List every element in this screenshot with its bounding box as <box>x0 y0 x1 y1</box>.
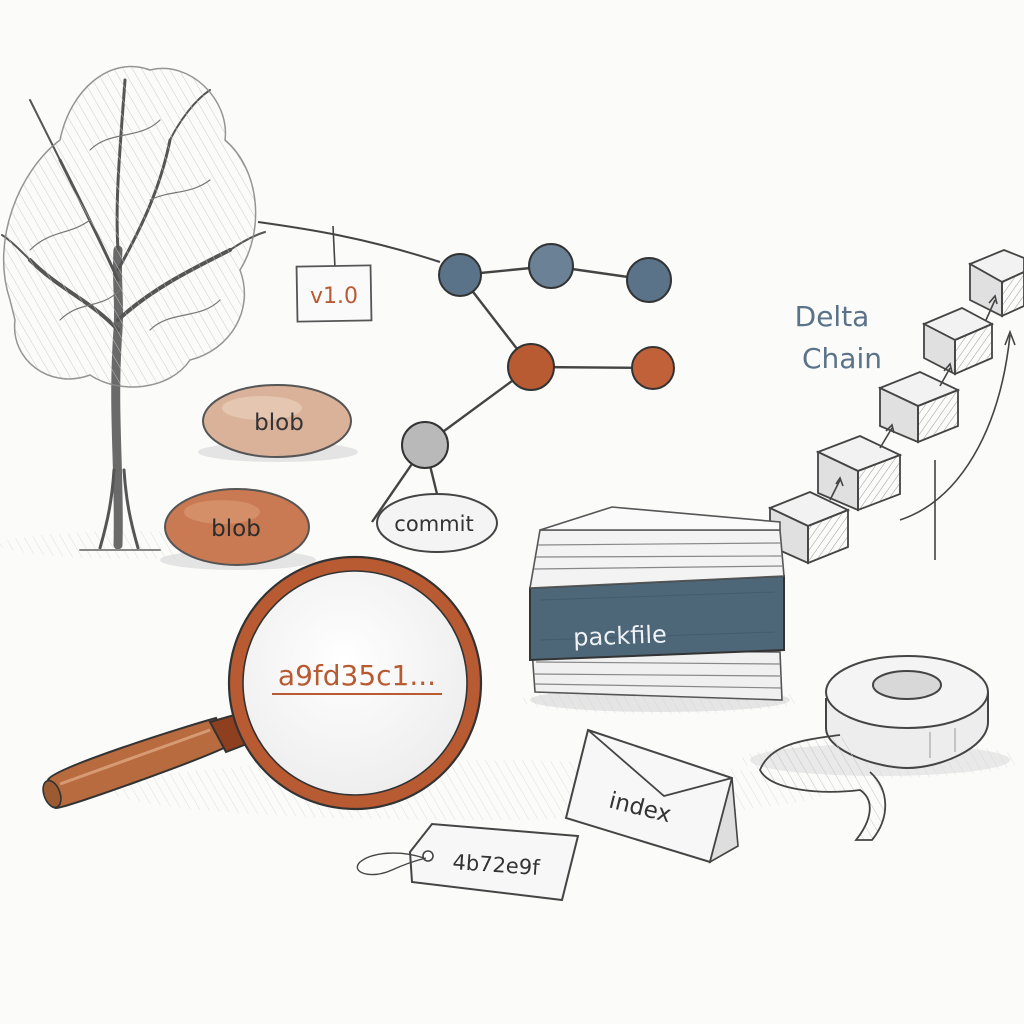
hash-tag-icon: 4b72e9f <box>356 822 580 902</box>
commit-node-blue-3 <box>626 257 672 303</box>
blob-top-label: blob <box>254 410 304 436</box>
blob-bottom: blob <box>160 488 316 570</box>
commit-label-text: commit <box>394 512 473 536</box>
delta-cube-icon <box>815 435 903 512</box>
blob-top: blob <box>198 384 358 462</box>
packfile-label: packfile <box>573 620 668 651</box>
magnifying-glass-icon: a9fd35c1... <box>42 555 483 811</box>
commit-node-blue-2 <box>528 243 574 289</box>
hash-label: a9fd35c1... <box>278 659 436 692</box>
version-tag-label: v1.0 <box>310 284 358 309</box>
tree-icon <box>1 65 266 551</box>
tape-roll-icon <box>750 655 1010 841</box>
delta-chain <box>767 249 1024 565</box>
packfile-stack: packfile <box>529 506 790 712</box>
commit-label: commit <box>376 493 498 553</box>
delta-cube-icon <box>921 307 995 376</box>
index-envelope-icon: index <box>564 728 739 864</box>
delta-chain-title-line1: Delta <box>795 300 870 333</box>
commit-node-blue-1 <box>438 253 482 297</box>
tag-string <box>257 221 441 263</box>
commit-node-grey <box>401 421 449 469</box>
blob-bottom-label: blob <box>211 516 261 542</box>
delta-cube-icon <box>877 371 961 444</box>
delta-chain-title-line2: Chain <box>802 342 882 375</box>
commit-node-rust-1 <box>507 343 555 391</box>
delta-cube-icon <box>967 249 1024 318</box>
commit-graph <box>371 243 675 523</box>
version-tag: v1.0 <box>295 264 373 323</box>
commit-node-rust-2 <box>631 346 675 390</box>
tag-cord <box>332 225 336 269</box>
